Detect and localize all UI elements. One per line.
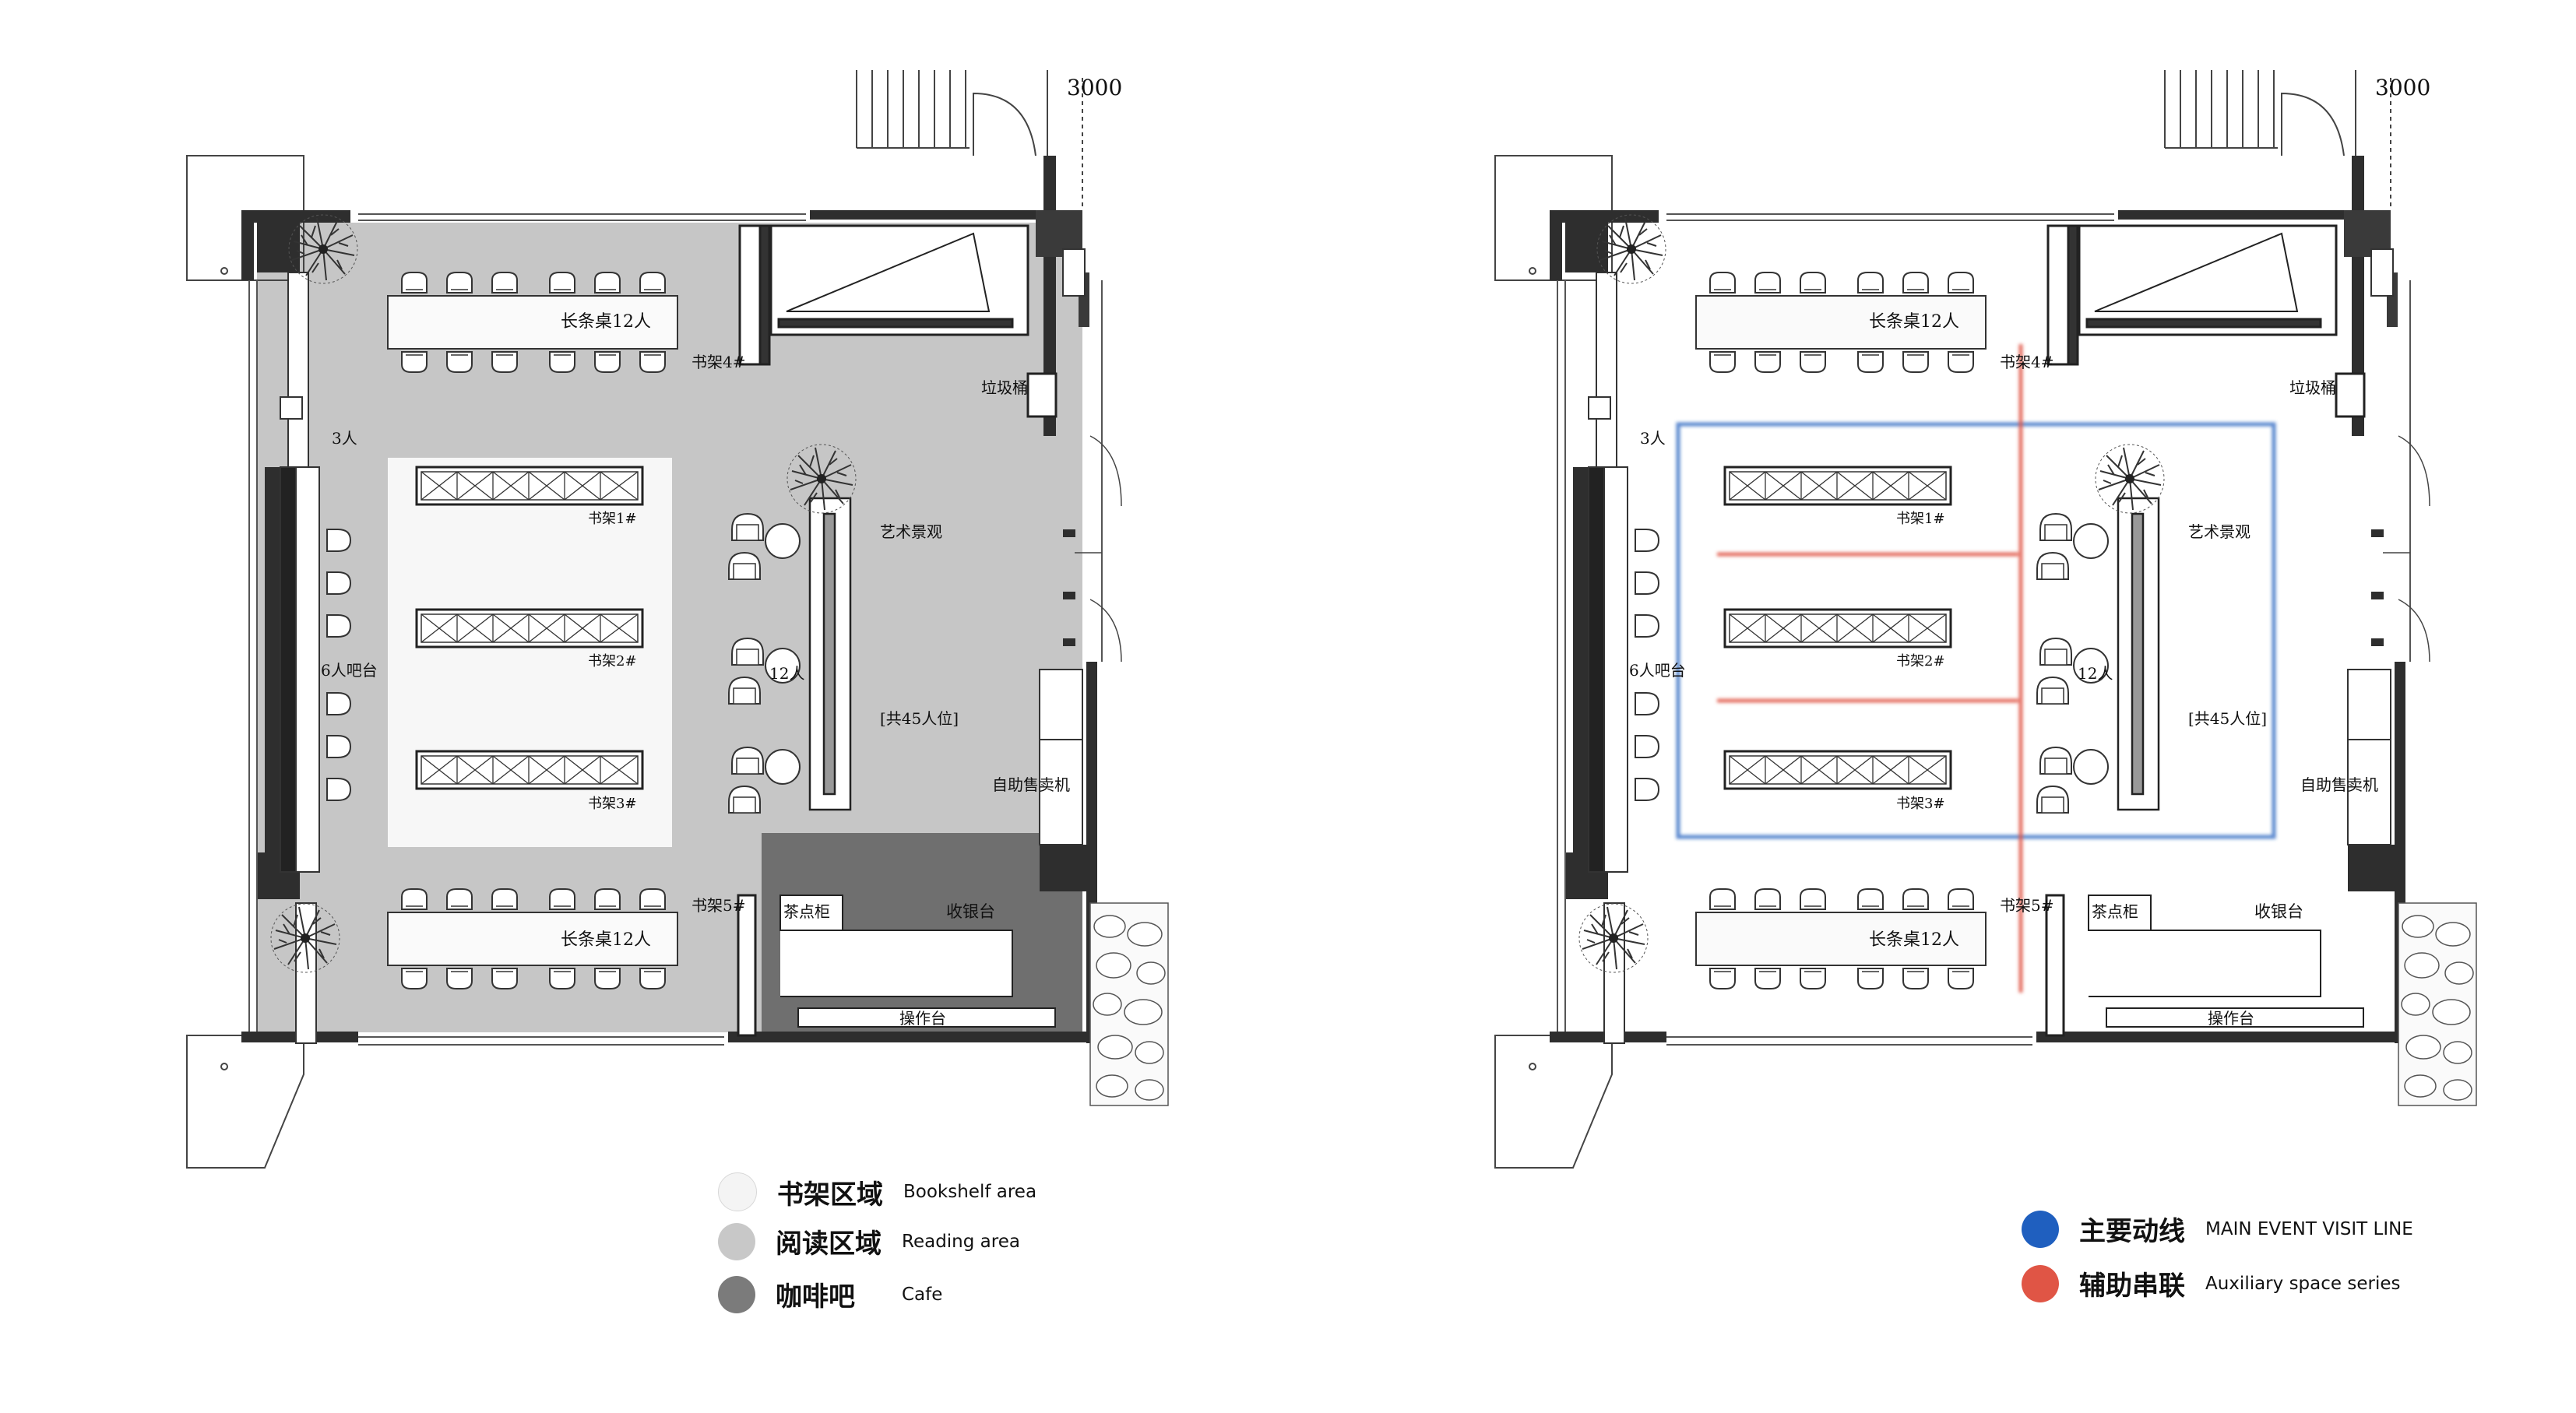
- shelf4-label: 书架4#: [692, 353, 745, 371]
- dimension-label: 3000: [1067, 75, 1122, 100]
- total45-label: [共45人位]: [2188, 709, 2267, 728]
- counter-label: 操作台: [2208, 1009, 2254, 1028]
- legend-item-cafe: 咖啡吧 Cafe: [718, 1275, 942, 1313]
- trash-label: 垃圾桶: [981, 378, 1028, 397]
- cafe-swatch: [718, 1275, 755, 1313]
- legend-cn: 阅读区域: [776, 1228, 882, 1260]
- shelf4-label: 书架4#: [2000, 353, 2053, 371]
- legend-item-bookshelf: 书架区域 Bookshelf area: [718, 1172, 1036, 1211]
- legend-item-reading: 阅读区域 Reading area: [718, 1222, 1020, 1260]
- people12-label: 12人: [769, 664, 804, 683]
- long-table-top-label: 长条桌12人: [1869, 312, 1959, 332]
- vending-label: 自助售卖机: [2300, 775, 2378, 794]
- shelf2-label: 书架2#: [588, 653, 637, 670]
- tea-cabinet-label: 茶点柜: [2092, 902, 2138, 921]
- shelf3-label: 书架3#: [588, 796, 637, 812]
- legend-cn: 咖啡吧: [776, 1281, 855, 1313]
- main-route-outline: [1676, 422, 2276, 839]
- legend-cn: 辅助串联: [2079, 1271, 2185, 1302]
- shelf1-label: 书架1#: [588, 511, 637, 527]
- art-label: 艺术景观: [2188, 522, 2250, 541]
- legend-en: Cafe: [902, 1284, 943, 1305]
- right-floor-plan: 3000 长条桌12人 书架4# 垃圾桶 3人 书架1# 艺术景观 6人吧台 书…: [1495, 70, 2476, 1168]
- art-label: 艺术景观: [880, 522, 942, 541]
- legend-en: Reading area: [902, 1231, 1020, 1252]
- shelf2-label: 书架2#: [1896, 653, 1945, 670]
- legend-item-main-route: 主要动线 MAIN EVENT VISIT LINE: [2022, 1210, 2413, 1248]
- dimension-label: 3000: [2375, 75, 2430, 100]
- shelf5-label: 书架5#: [2000, 896, 2053, 915]
- reading-swatch: [718, 1222, 755, 1260]
- legend-cn: 主要动线: [2079, 1216, 2185, 1247]
- three-people-label: 3人: [1640, 429, 1666, 448]
- people12-label: 12人: [2078, 664, 2113, 683]
- long-table-bottom-label: 长条桌12人: [1869, 930, 1959, 950]
- tea-cabinet-label: 茶点柜: [783, 902, 830, 921]
- legend-en: Bookshelf area: [903, 1182, 1037, 1202]
- vending-label: 自助售卖机: [992, 775, 1070, 794]
- bar6-label: 6人吧台: [1629, 661, 1686, 680]
- shelf1-label: 书架1#: [1896, 511, 1945, 527]
- aux-route-swatch: [2022, 1264, 2059, 1302]
- long-table-top-label: 长条桌12人: [561, 312, 651, 332]
- long-table-bottom-label: 长条桌12人: [561, 930, 651, 950]
- legend-en: Auxiliary space series: [2205, 1273, 2401, 1294]
- legend-cn: 书架区域: [777, 1179, 883, 1211]
- counter-label: 操作台: [899, 1009, 946, 1028]
- cashier-label: 收银台: [2254, 902, 2303, 921]
- shelf5-label: 书架5#: [692, 896, 745, 915]
- main-route-swatch: [2022, 1210, 2059, 1248]
- total45-label: [共45人位]: [880, 709, 959, 728]
- legend-en: MAIN EVENT VISIT LINE: [2205, 1218, 2413, 1239]
- three-people-label: 3人: [332, 429, 357, 448]
- cashier-label: 收银台: [946, 902, 995, 921]
- bar6-label: 6人吧台: [321, 661, 378, 680]
- legend-item-aux-route: 辅助串联 Auxiliary space series: [2022, 1264, 2400, 1302]
- auxiliary-routes: [1717, 344, 2023, 993]
- shelf3-label: 书架3#: [1896, 796, 1945, 812]
- left-floor-plan: 3000 长条桌12人 书架4# 垃圾桶 3人 书架1# 艺术景观 6人吧台 书…: [187, 70, 1168, 1168]
- bookshelf-swatch: [718, 1172, 757, 1211]
- trash-label: 垃圾桶: [2289, 378, 2336, 397]
